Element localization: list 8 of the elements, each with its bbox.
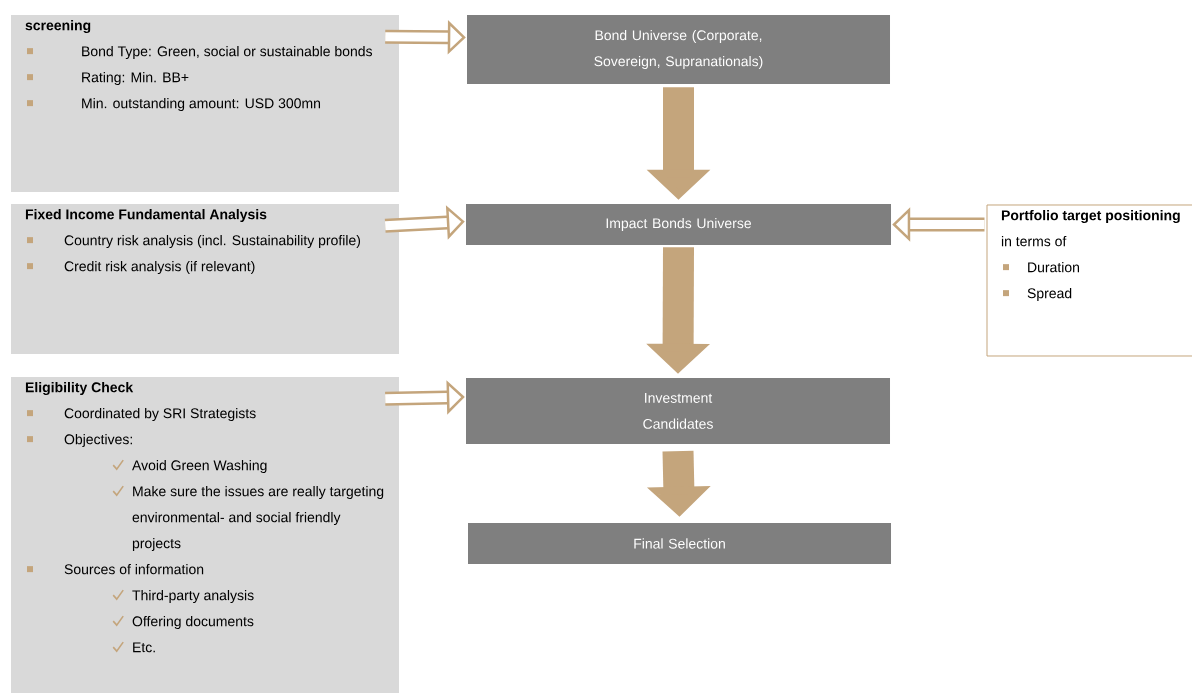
info-panel: Eligibility Check Coordinated by SRI Strategists Objectives: Avoid Green Washing Make sure the issues are really targeting environmental- and social friendly projects Sources of information Third-party analysis Offering documents Etc. — [11, 377, 399, 693]
note-box: Portfolio target positioning in terms of Duration Spread — [986, 204, 1192, 357]
process-box: Impact Bonds Universe — [466, 204, 891, 245]
info-panel: screening Bond Type: Green, social or sustainable bonds Rating: Min. BB+ Min. outstanding amount: USD 300mn — [11, 15, 399, 192]
process-box: Bond Universe (Corporate, Sovereign, Supranationals) — [467, 15, 890, 84]
process-box: Final Selection — [468, 523, 891, 564]
info-panel: Fixed Income Fundamental Analysis Country risk analysis (incl. Sustainability profile) Credit risk analysis (if relevant) — [11, 204, 399, 354]
process-box: Investment Candidates — [466, 378, 890, 444]
